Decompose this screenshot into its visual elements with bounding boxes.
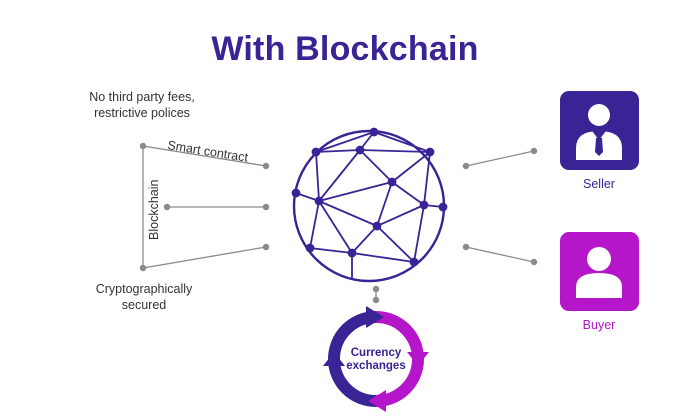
currency-label-line2: exchanges [346, 360, 405, 372]
note-crypto-line1: Cryptographically [95, 282, 193, 296]
smart-contract-label: Smart contract [167, 138, 250, 165]
buyer-label: Buyer [582, 318, 616, 332]
blockchain-network-icon [291, 127, 448, 283]
note-crypto-line2: secured [121, 298, 167, 312]
crypto-connector [142, 246, 267, 269]
blockchain-label: Blockchain [147, 180, 161, 240]
network-nodes [291, 127, 448, 267]
buyer-person-icon [560, 232, 639, 311]
smart-contract-dot [262, 162, 270, 170]
left-bracket [139, 142, 270, 272]
network-edges [295, 131, 444, 279]
seller-person-icon [560, 91, 639, 170]
currency-label-line1: Currency [351, 347, 402, 359]
note-cryptographically-secured: Cryptographically secured [74, 281, 214, 313]
blockchain-dot-right [262, 203, 270, 211]
blockchain-dot-left [163, 203, 171, 211]
diagram-title: With Blockchain [211, 30, 479, 68]
cycle-arrow-right [407, 352, 429, 366]
bracket-dot-bottom [139, 264, 147, 272]
smart-contract-connector [142, 145, 267, 167]
note-no-fees: No third party fees, restrictive polices [72, 89, 212, 121]
currency-connector [372, 285, 380, 304]
cycle-arrow-top [366, 306, 384, 328]
note-no-fees-line1: No third party fees, [89, 90, 195, 104]
cycle-arc-top-right [375, 311, 424, 360]
cycle-arrow-bottom [368, 390, 386, 412]
seller-connector [465, 150, 535, 167]
buyer-connector [465, 246, 535, 263]
currency-exchange-cycle-icon [323, 306, 429, 412]
cycle-arrow-left [323, 352, 345, 366]
cycle-arc-bottom-left [328, 358, 377, 407]
crypto-dot [262, 243, 270, 251]
bracket-dot-top [139, 142, 147, 150]
seller-label: Seller [583, 177, 615, 191]
note-no-fees-line2: restrictive polices [94, 106, 190, 120]
right-connectors [462, 147, 538, 266]
